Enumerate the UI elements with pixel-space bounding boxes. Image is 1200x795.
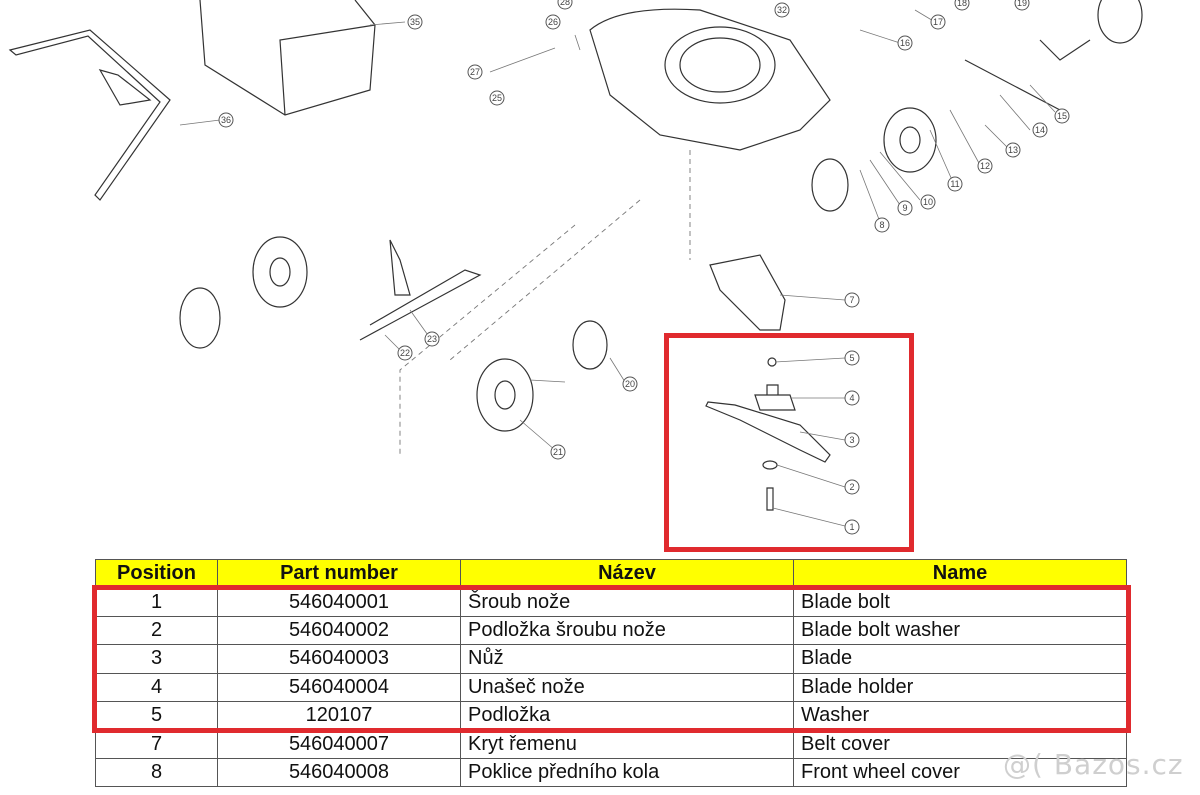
table-header-row: Position Part number Název Name [95, 558, 1127, 589]
catcher-bag [199, 0, 376, 116]
callout-27: 27 [470, 67, 480, 77]
callout-17: 17 [933, 17, 943, 27]
cell-nazev: Podložka šroubu nože [460, 615, 794, 646]
table-row: 2 546040002 Podložka šroubu nože Blade b… [95, 615, 1127, 646]
cell-position: 2 [95, 615, 218, 646]
cell-nazev: Kryt řemenu [460, 729, 794, 759]
cell-position: 5 [95, 700, 218, 731]
callout-7: 7 [849, 295, 854, 305]
callout-25: 25 [492, 93, 502, 103]
cell-name: Blade bolt washer [793, 615, 1127, 646]
cell-position: 1 [95, 587, 218, 617]
washer-5 [767, 357, 777, 367]
wheel-left-large [252, 236, 308, 308]
cell-nazev: Šroub nože [460, 587, 794, 617]
cell-part-number: 546040007 [217, 729, 461, 759]
cell-name: Washer [793, 700, 1127, 731]
blade-bolt [766, 487, 774, 511]
table-row: 5 120107 Podložka Washer [95, 700, 1127, 731]
cell-part-number: 546040004 [217, 672, 461, 702]
front-axle [359, 239, 482, 341]
cell-name: Blade holder [793, 672, 1127, 702]
callout-14: 14 [1035, 125, 1045, 135]
cell-nazev: Nůž [460, 644, 794, 674]
cell-part-number: 546040002 [217, 615, 461, 646]
callout-36: 36 [221, 115, 231, 125]
cell-position: 4 [95, 672, 218, 702]
table-row: 3 546040003 Nůž Blade [95, 644, 1127, 674]
cell-name: Front wheel cover [793, 757, 1127, 788]
callout-8: 8 [879, 220, 884, 230]
cell-name: Blade [793, 644, 1127, 674]
header-nazev: Název [460, 558, 794, 589]
wheel-11 [883, 107, 937, 173]
callout-19: 19 [1017, 0, 1027, 8]
wheel-top-right [1097, 0, 1143, 44]
callout-23: 23 [427, 334, 437, 344]
callout-5: 5 [849, 353, 854, 363]
callout-15: 15 [1057, 111, 1067, 121]
header-name: Name [793, 558, 1127, 589]
table-row: 7 546040007 Kryt řemenu Belt cover [95, 729, 1127, 759]
callout-2: 2 [849, 482, 854, 492]
catcher-frame [8, 29, 171, 201]
callout-16: 16 [900, 38, 910, 48]
bazos-watermark: @( Bazos.cz [1003, 748, 1184, 781]
cell-part-number: 546040001 [217, 587, 461, 617]
callout-12: 12 [980, 161, 990, 171]
callout-21: 21 [553, 447, 563, 457]
callout-1: 1 [849, 522, 854, 532]
table-row: 4 546040004 Unašeč nože Blade holder [95, 672, 1127, 702]
header-part-number: Part number [217, 558, 461, 589]
callout-26: 26 [548, 17, 558, 27]
cell-name: Blade bolt [793, 587, 1127, 617]
callout-20: 20 [625, 379, 635, 389]
callout-18: 18 [957, 0, 967, 8]
header-position: Position [95, 558, 218, 589]
callout-labels: 5 4 3 2 1 7 8 9 10 11 12 13 14 15 16 17 … [221, 0, 1067, 532]
mower-deck [589, 8, 831, 151]
callout-11: 11 [950, 179, 959, 189]
callout-32: 32 [777, 5, 787, 15]
callout-22: 22 [400, 348, 410, 358]
callout-bubbles [218, 0, 1070, 535]
callout-10: 10 [923, 197, 933, 207]
cell-position: 8 [95, 757, 218, 788]
callout-4: 4 [849, 393, 854, 403]
wheel-left-cover [179, 287, 221, 349]
callout-3: 3 [849, 435, 854, 445]
blade [705, 401, 831, 463]
cell-part-number: 120107 [217, 700, 461, 731]
cell-position: 3 [95, 644, 218, 674]
cell-nazev: Poklice předního kola [460, 757, 794, 788]
cell-part-number: 546040003 [217, 644, 461, 674]
parts-table: Position Part number Název Name 1 546040… [95, 558, 1127, 788]
cell-part-number: 546040008 [217, 757, 461, 788]
wheel-20 [572, 320, 608, 370]
exploded-parts-diagram: 5 4 3 2 1 7 8 9 10 11 12 13 14 15 16 17 … [8, 0, 1143, 535]
callout-9: 9 [902, 203, 907, 213]
cell-position: 7 [95, 729, 218, 759]
cell-nazev: Podložka [460, 700, 794, 731]
table-row: 8 546040008 Poklice předního kola Front … [95, 757, 1127, 788]
wheel-8 [811, 158, 849, 212]
callout-13: 13 [1008, 145, 1018, 155]
belt-cover [709, 254, 786, 331]
blade-bolt-washer [762, 460, 778, 470]
wheel-21 [476, 358, 534, 432]
table-row: 1 546040001 Šroub nože Blade bolt [95, 587, 1127, 617]
callout-35: 35 [410, 17, 420, 27]
blade-holder [754, 384, 796, 411]
cell-nazev: Unašeč nože [460, 672, 794, 702]
callout-28: 28 [560, 0, 570, 7]
